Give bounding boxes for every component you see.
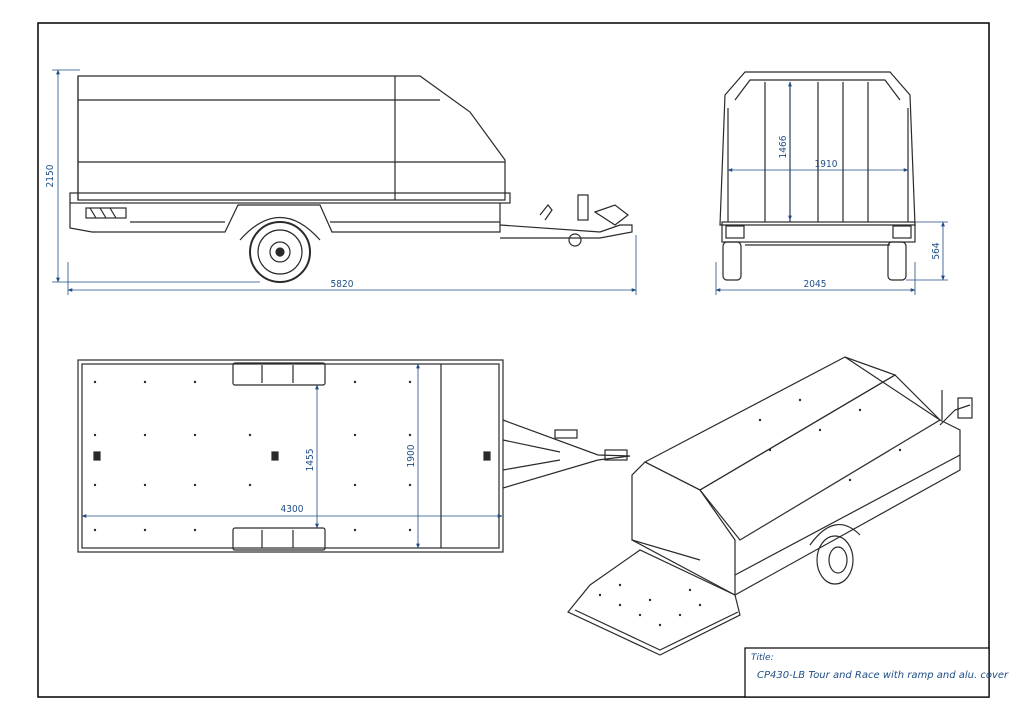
title-block-border: [744, 647, 990, 698]
rear-view: [719, 71, 916, 281]
rear-dimensions: [715, 81, 948, 295]
side-view: [69, 75, 633, 283]
dim-overall-length: 5820: [331, 279, 354, 290]
dim-deck-length: 4300: [281, 504, 304, 515]
title-block: Title: CP430-LB Tour and Race with ramp …: [744, 647, 1009, 698]
top-rivets: [93, 380, 412, 532]
side-deck: [69, 192, 511, 204]
iso-ramp: [567, 549, 741, 656]
iso-wheel: [816, 535, 854, 585]
rear-wheel-left: [722, 241, 742, 281]
top-drawbar: [502, 419, 631, 489]
isometric-view: [567, 356, 973, 656]
dim-inner-height: 1466: [778, 135, 789, 158]
top-wheel-box-lower: [232, 527, 326, 551]
title-text: CP430-LB Tour and Race with ramp and alu…: [757, 670, 1009, 681]
top-view: [77, 359, 631, 553]
dim-floor-height: 564: [931, 242, 942, 259]
dim-inner-width: 1910: [815, 159, 838, 170]
title-label: Title:: [751, 653, 774, 663]
drawing-frame: [37, 22, 990, 698]
side-dimensions: [52, 69, 637, 295]
side-wheel: [249, 221, 311, 283]
rear-cover-outline: [719, 71, 916, 226]
dim-overall-width: 2045: [804, 279, 827, 290]
side-mudguard: [239, 217, 321, 241]
top-dimensions: [81, 363, 503, 549]
side-drawbar: [499, 224, 633, 239]
side-cover-outline: [77, 75, 506, 201]
top-wheel-box-upper: [232, 362, 326, 386]
dim-deck-width: 1900: [406, 444, 417, 467]
dim-overall-height: 2150: [45, 164, 56, 187]
dim-wheel-gap: 1455: [305, 449, 316, 472]
top-deck: [77, 359, 504, 553]
rear-wheel-right: [887, 241, 907, 281]
